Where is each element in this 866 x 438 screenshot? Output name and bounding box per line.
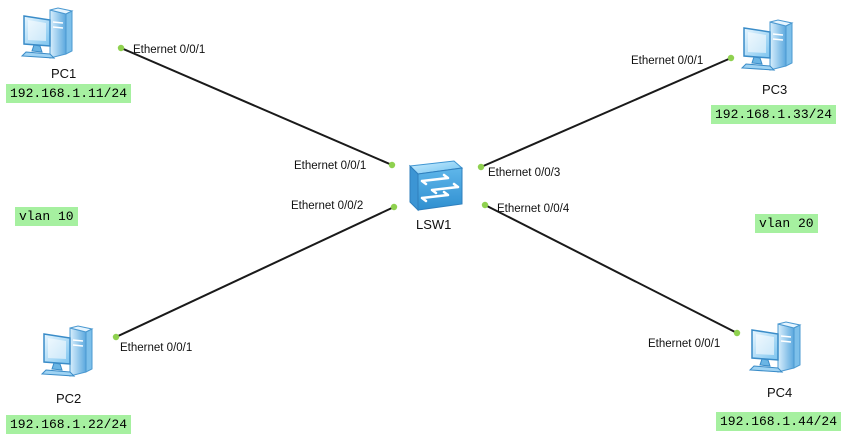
link-pc1-lsw1 (120, 47, 393, 166)
pc2-label: PC2 (56, 391, 81, 406)
port-dot-pc3 (727, 54, 735, 62)
port-dot-lsw1-e001 (388, 161, 396, 169)
link-pc3-lsw1 (480, 57, 732, 168)
pc3-icon[interactable] (741, 19, 793, 71)
link-pc2-lsw1 (115, 206, 395, 338)
vlan-10-label: vlan 10 (15, 207, 78, 226)
port-dot-lsw1-e003 (477, 163, 485, 171)
switch-label: LSW1 (416, 217, 451, 232)
port-label-pc3: Ethernet 0/0/1 (631, 55, 703, 67)
pc1-icon[interactable] (21, 7, 73, 59)
port-label-pc4: Ethernet 0/0/1 (648, 338, 720, 350)
pc3-ip-address: 192.168.1.33/24 (711, 105, 837, 124)
pc4-icon[interactable] (749, 321, 801, 373)
port-label-lsw1-e002: Ethernet 0/0/2 (291, 200, 363, 212)
port-label-pc1: Ethernet 0/0/1 (133, 44, 205, 56)
port-label-lsw1-e004: Ethernet 0/0/4 (497, 203, 570, 215)
port-dot-lsw1-e004 (481, 201, 489, 209)
pc1-label: PC1 (51, 66, 76, 81)
port-dot-pc4 (733, 329, 741, 337)
port-dot-pc2 (112, 333, 120, 341)
pc2-ip-address: 192.168.1.22/24 (6, 415, 132, 434)
link-pc4-lsw1 (484, 204, 738, 334)
pc4-ip-address: 192.168.1.44/24 (716, 412, 842, 431)
pc3-label: PC3 (762, 82, 787, 97)
network-switch-icon[interactable] (408, 160, 464, 212)
port-label-pc2: Ethernet 0/0/1 (120, 342, 192, 354)
port-dot-pc1 (117, 44, 125, 52)
vlan-20-label: vlan 20 (755, 214, 818, 233)
pc2-icon[interactable] (41, 325, 93, 377)
port-label-lsw1-e001: Ethernet 0/0/1 (294, 160, 366, 172)
pc4-label: PC4 (767, 385, 792, 400)
pc1-ip-address: 192.168.1.11/24 (6, 84, 132, 103)
port-dot-lsw1-e002 (390, 203, 398, 211)
port-label-lsw1-e003: Ethernet 0/0/3 (488, 167, 560, 179)
